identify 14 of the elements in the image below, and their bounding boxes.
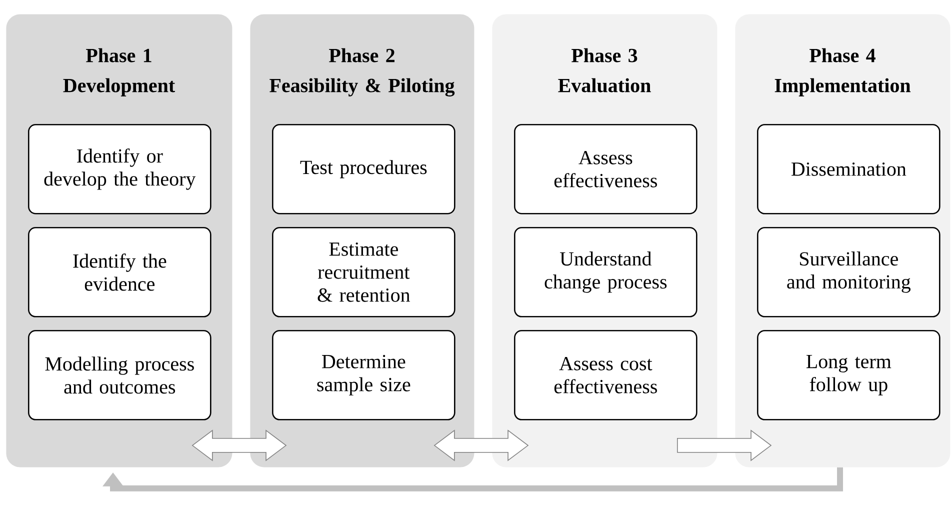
step-box: Dissemination (757, 124, 940, 214)
step-box: Assess cost effectiveness (514, 330, 698, 420)
block-arrow (677, 430, 772, 462)
step-box: Assess effectiveness (514, 124, 698, 214)
step-box: Estimate recruitment & retention (272, 227, 456, 318)
step-box: Surveillance and monitoring (757, 227, 940, 318)
step-box: Test procedures (272, 124, 456, 214)
step-box: Determine sample size (272, 330, 456, 420)
step-box: Long term follow up (757, 330, 940, 420)
step-box: Identify the evidence (28, 227, 212, 318)
feedback-arrow (102, 467, 843, 492)
step-box: Modelling process and outcomes (28, 330, 212, 420)
step-box: Understand change process (514, 227, 698, 318)
step-box: Identify or develop the theory (28, 124, 212, 214)
